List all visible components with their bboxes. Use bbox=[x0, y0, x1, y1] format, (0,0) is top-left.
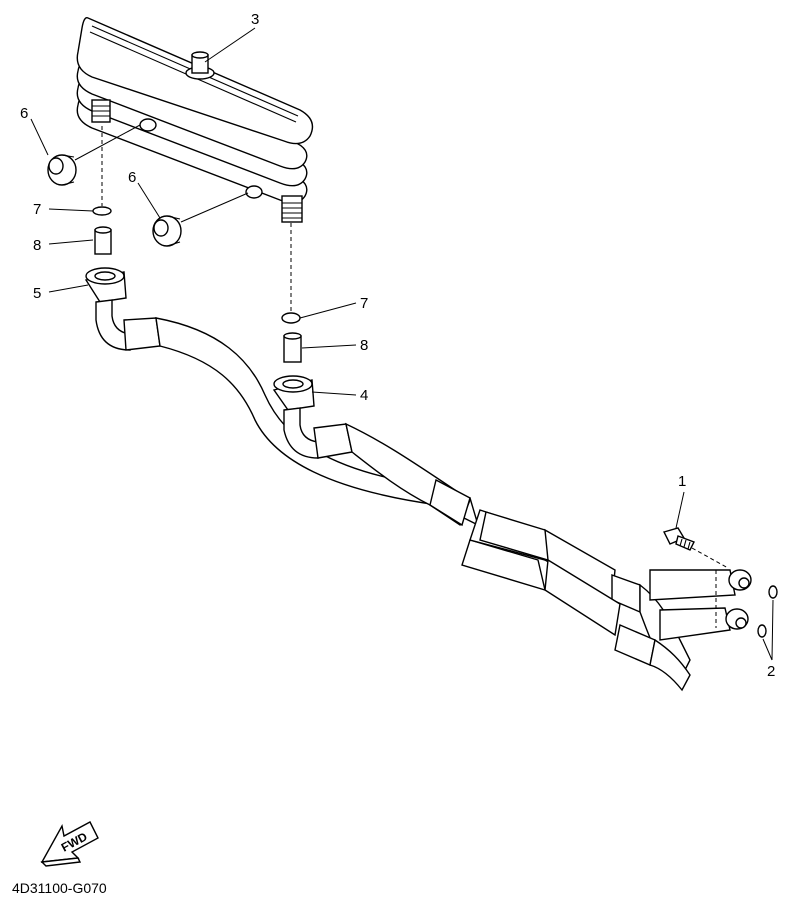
oil-cooler bbox=[76, 17, 314, 223]
callout-7-right: 7 bbox=[360, 295, 368, 312]
callout-6-right: 6 bbox=[128, 169, 136, 186]
grommet-left bbox=[47, 154, 77, 186]
callout-1: 1 bbox=[678, 473, 686, 490]
callout-2: 2 bbox=[767, 663, 775, 680]
o-ring-right bbox=[281, 312, 301, 324]
callout-6-left: 6 bbox=[20, 105, 28, 122]
drawing-code: 4D31100-G070 bbox=[12, 880, 107, 896]
collar-left bbox=[94, 226, 112, 255]
callout-8-right: 8 bbox=[360, 337, 368, 354]
grommet-right bbox=[152, 215, 182, 247]
callout-4: 4 bbox=[360, 387, 368, 404]
bolt bbox=[662, 527, 695, 551]
o-ring-hose-upper bbox=[768, 585, 778, 599]
callout-7-left: 7 bbox=[33, 201, 41, 218]
collar-right bbox=[283, 332, 302, 363]
fwd-arrow-icon: FWD bbox=[40, 821, 99, 867]
hose-end-fitting-lower bbox=[659, 607, 749, 641]
callout-5: 5 bbox=[33, 285, 41, 302]
hose-end-fitting-upper bbox=[649, 569, 752, 601]
oil-hose-2 bbox=[272, 375, 691, 692]
callout-8-left: 8 bbox=[33, 237, 41, 254]
o-ring-left bbox=[92, 206, 112, 216]
callout-3: 3 bbox=[251, 11, 259, 28]
o-ring-hose-lower bbox=[757, 624, 767, 638]
